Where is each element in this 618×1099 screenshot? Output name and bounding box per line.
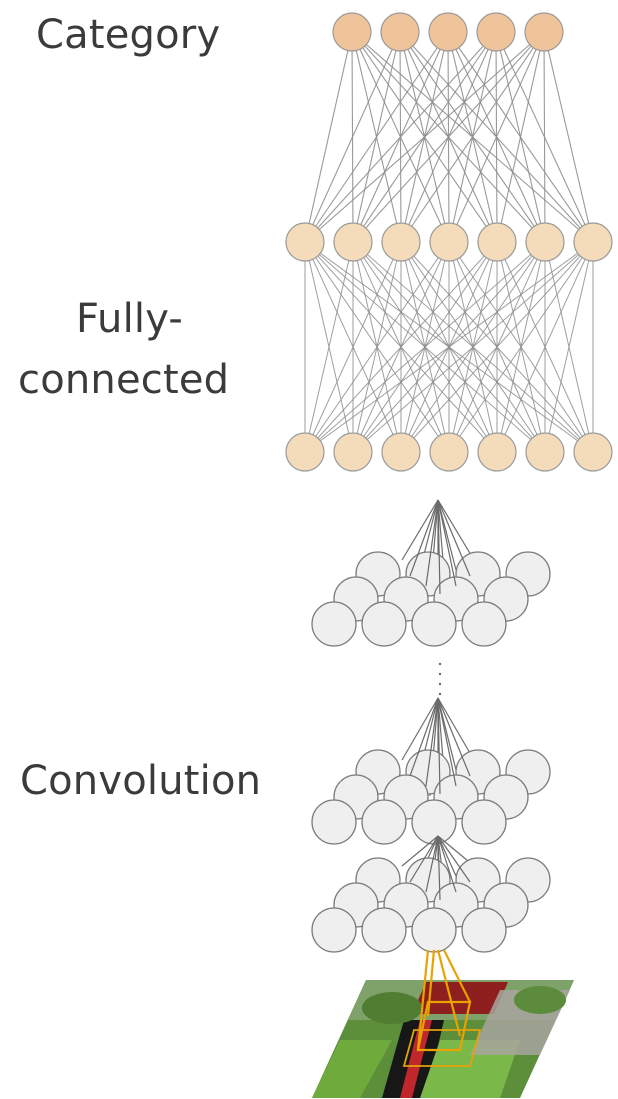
conv-unit (311, 799, 357, 845)
edge (400, 31, 545, 243)
receptive-field-lines (402, 949, 482, 1067)
fc-hidden-node (381, 222, 421, 262)
convolution-label: Convolution (20, 758, 262, 804)
conv-unit (311, 601, 357, 647)
edge (543, 31, 546, 243)
fc-hidden-node (429, 222, 469, 262)
connection-line (437, 499, 457, 587)
connection-line (409, 499, 439, 577)
fully-connected-input-layer (285, 432, 613, 472)
conv-unit (361, 601, 407, 647)
edge (352, 241, 594, 453)
edge (304, 241, 498, 453)
category-node (428, 12, 468, 52)
edge (304, 241, 354, 453)
fc-input-node (525, 432, 565, 472)
input-image (312, 949, 574, 1098)
ellipsis-dot (438, 682, 442, 686)
edge (304, 241, 546, 453)
ellipsis-dot (438, 672, 442, 676)
conv-unit (411, 907, 457, 953)
fc-hidden-node (477, 222, 517, 262)
edge (304, 241, 594, 453)
category-node (332, 12, 372, 52)
fc-input-node (477, 432, 517, 472)
category-layer (332, 12, 564, 52)
edge (304, 31, 401, 243)
ellipsis-dots (438, 662, 442, 696)
connection-line (437, 697, 475, 761)
category-node (524, 12, 564, 52)
fc-input-node (333, 432, 373, 472)
connection-line (437, 697, 441, 795)
conv-feature-map-top (311, 499, 551, 647)
connection-line (425, 835, 439, 893)
edge (496, 241, 594, 453)
fc-hidden-node (333, 222, 373, 262)
category-label: Category (36, 12, 221, 58)
fc-input-node (573, 432, 613, 472)
edge (304, 31, 449, 243)
connection-line (437, 697, 457, 787)
ellipsis-dot (438, 662, 442, 666)
connection-line (437, 835, 441, 901)
conv-unit (461, 799, 507, 845)
connection-line (437, 835, 471, 883)
connection-line (437, 835, 457, 877)
edge (352, 31, 545, 243)
fc-hidden-node (525, 222, 565, 262)
fc-input-node (429, 432, 469, 472)
connection-line (437, 499, 471, 577)
edge (304, 241, 450, 453)
category-node (380, 12, 420, 52)
conv-unit (461, 601, 507, 647)
connection-line (409, 697, 439, 777)
fc-input-node (285, 432, 325, 472)
edge (496, 31, 545, 243)
category-to-fc-edges (304, 31, 594, 243)
ellipsis-dot (438, 692, 442, 696)
edge (400, 241, 594, 453)
connection-line (437, 499, 475, 561)
fc-input-node (381, 432, 421, 472)
fc-hidden-node (573, 222, 613, 262)
connection-line (409, 835, 439, 883)
edge (543, 31, 594, 243)
connection-line (401, 697, 439, 761)
connection-line (437, 835, 457, 893)
edge (544, 241, 594, 453)
conv-unit (311, 907, 357, 953)
edge (304, 31, 497, 243)
fc-to-fc-edges (304, 241, 594, 453)
edge (304, 31, 353, 243)
edge (448, 241, 594, 453)
connection-line (425, 499, 439, 587)
connection-line (437, 697, 471, 777)
connection-line (437, 499, 441, 595)
connection-line (425, 697, 439, 787)
fully-connected-label-line1: Fully- (76, 296, 184, 342)
conv-feature-map-middle (311, 697, 551, 845)
conv-unit (361, 799, 407, 845)
conv-unit (461, 907, 507, 953)
category-node (476, 12, 516, 52)
edge (304, 241, 402, 453)
fully-connected-label-line2: connected (18, 357, 230, 403)
edge (304, 31, 545, 243)
connection-line (401, 835, 439, 867)
fc-hidden-node (285, 222, 325, 262)
conv-unit (361, 907, 407, 953)
connection-line (401, 499, 439, 561)
fully-connected-hidden-layer (285, 222, 613, 262)
edge (448, 31, 545, 243)
conv-unit (411, 601, 457, 647)
conv-feature-map-bottom (311, 835, 551, 953)
conv-unit (411, 799, 457, 845)
